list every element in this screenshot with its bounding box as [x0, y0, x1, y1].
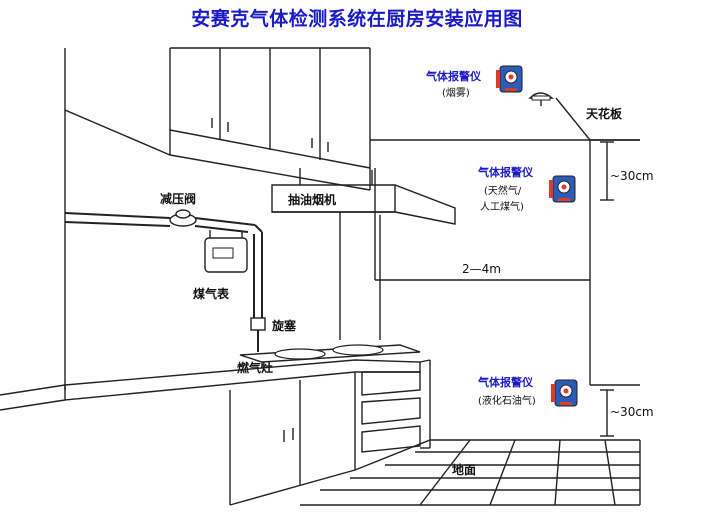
pressure-valve	[169, 209, 197, 227]
gas-detector-2-icon	[549, 175, 576, 203]
range-hood	[271, 168, 456, 340]
range-hood-label: 抽油烟机	[288, 192, 336, 207]
detector-3-name: 气体报警仪	[477, 375, 534, 389]
detector-2-gas-line2: 人工煤气)	[480, 200, 524, 213]
pressure-valve-label: 减压阀	[160, 191, 196, 206]
room-walls	[370, 97, 640, 386]
detector-2-gas-line1: (天然气/	[484, 184, 522, 197]
gas-pipe	[64, 212, 263, 352]
counter-and-cabinets	[0, 359, 431, 506]
floor-tiles	[300, 439, 641, 506]
gas-detector-3-icon	[551, 379, 578, 407]
gas-stove-label: 燃气灶	[237, 360, 273, 375]
distance-2-4m-label: 2—4m	[462, 262, 501, 276]
left-wall	[64, 48, 171, 390]
diagram-title: 安赛克气体检测系统在厨房安装应用图	[191, 8, 523, 30]
upper-cabinets	[169, 47, 371, 191]
detector-2-name: 气体报警仪	[477, 165, 534, 179]
detector-1-gas: (烟雾)	[442, 86, 470, 99]
ceiling-label: 天花板	[586, 106, 623, 121]
plug-valve-label: 旋塞	[271, 318, 297, 333]
detector-3-gas: (液化石油气)	[478, 394, 536, 407]
gas-meter	[204, 230, 248, 273]
distance-marker-ceiling	[600, 141, 614, 201]
smoke-detector	[528, 92, 554, 106]
floor-label: 地面	[452, 462, 476, 477]
detector-1-name: 气体报警仪	[425, 69, 482, 83]
plug-valve	[250, 317, 266, 331]
distance-floor-label: ~30cm	[610, 405, 654, 419]
gas-meter-label: 煤气表	[193, 286, 230, 301]
distance-marker-floor	[600, 389, 614, 437]
distance-ceiling-label: ~30cm	[610, 169, 654, 183]
gas-stove	[239, 344, 421, 368]
gas-detector-1-icon	[496, 65, 523, 93]
